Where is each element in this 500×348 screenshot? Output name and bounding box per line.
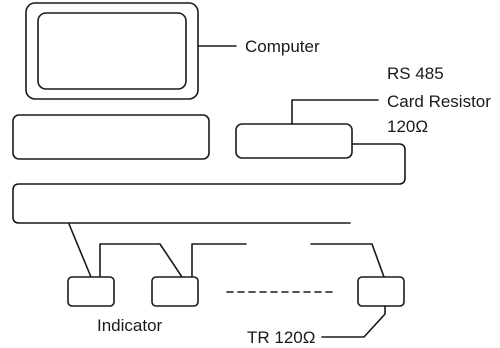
rs485-label-line2: Card Resistor — [387, 92, 491, 111]
rs485-card — [235, 99, 379, 159]
rs485-label-line1: RS 485 — [387, 64, 444, 83]
indicator-n-drop — [310, 243, 385, 278]
indicator2-drop-b — [191, 243, 247, 278]
indicator-n — [357, 276, 405, 307]
rs485-label-line3: 120Ω — [387, 117, 428, 136]
bus-cable-outer — [12, 143, 406, 224]
computer-keyboard-unit — [12, 114, 210, 160]
terminator-label: TR 120Ω — [247, 328, 315, 347]
computer-monitor-screen — [37, 12, 187, 90]
computer — [12, 2, 237, 160]
indicator-label: Indicator — [97, 316, 163, 335]
indicator-2 — [151, 276, 199, 307]
indicator1-drop-b — [99, 243, 183, 278]
indicator-1 — [67, 276, 115, 307]
rs485-card-box — [235, 123, 353, 159]
terminator-leader-line — [321, 305, 386, 338]
indicator1-drop-a — [68, 223, 92, 278]
computer-label: Computer — [245, 37, 320, 56]
rs485-card-leader-line — [291, 99, 379, 125]
